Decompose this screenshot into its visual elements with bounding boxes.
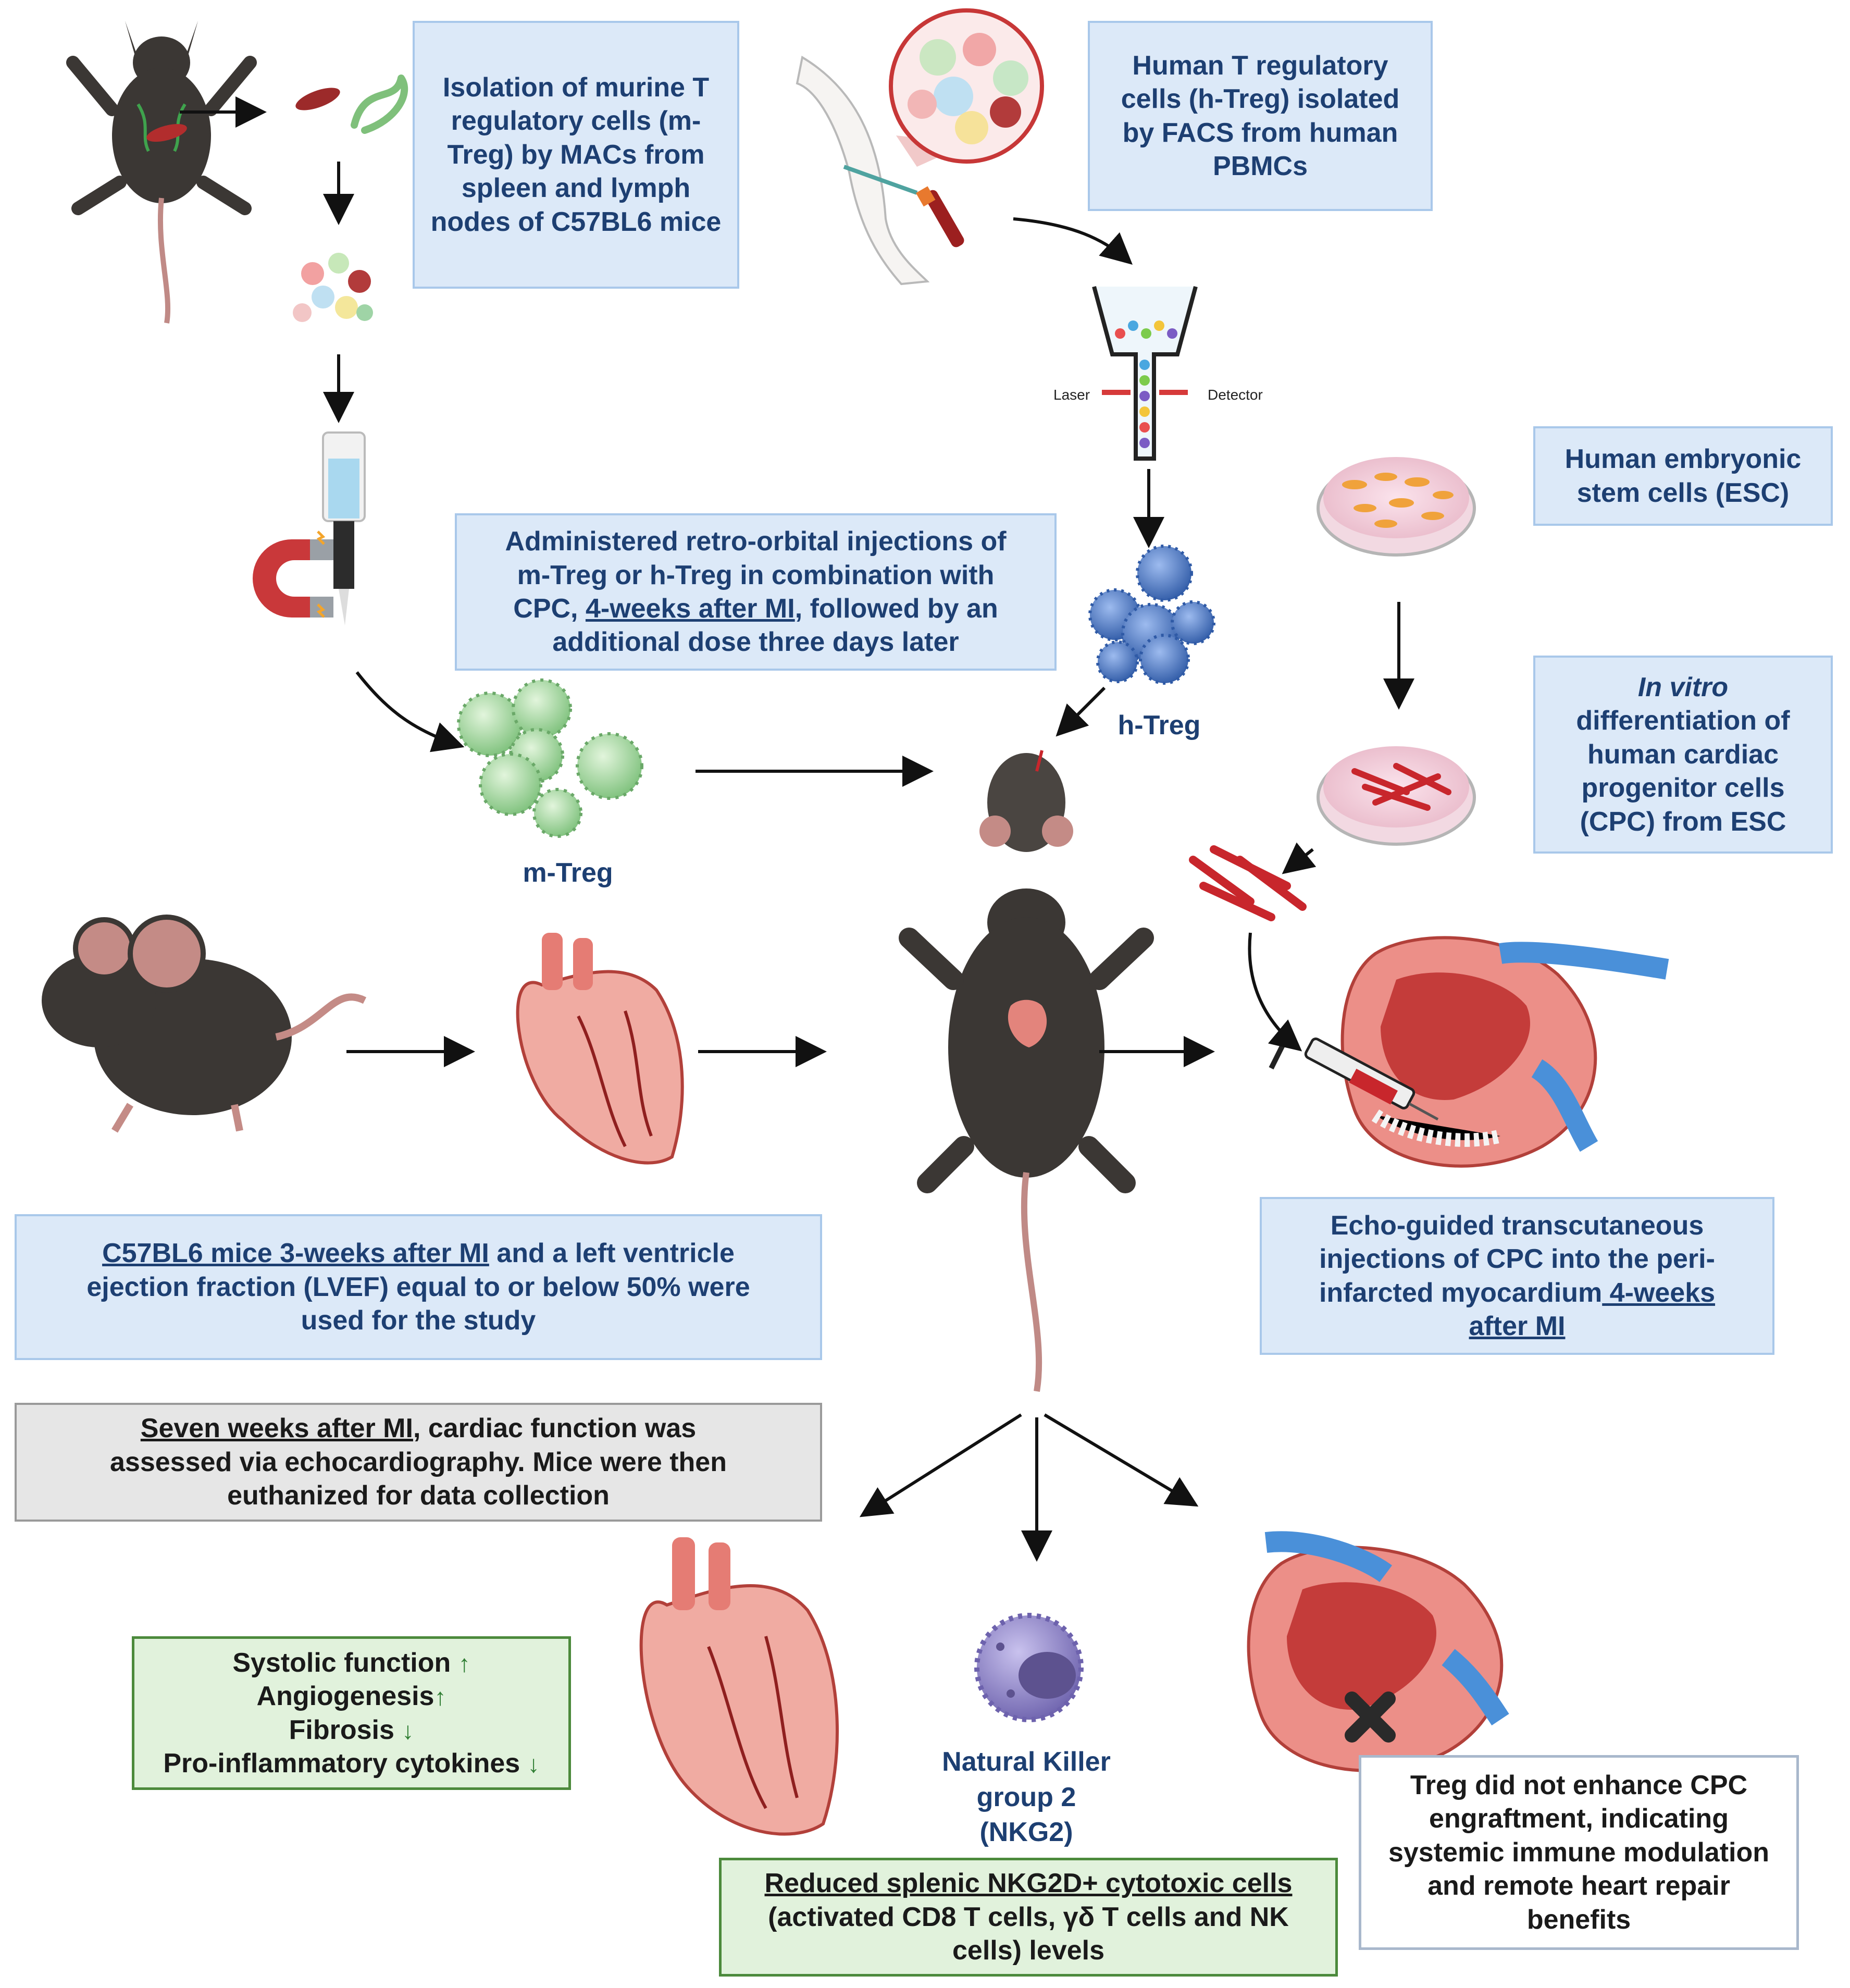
nk-cell-icon [974, 1613, 1084, 1722]
administration-line-3-post: , followed by an [794, 594, 998, 624]
seven-weeks-line-1: Seven weeks after MI, cardiac function w… [141, 1412, 696, 1445]
nkg2d-line-1: Reduced splenic NKG2D+ cytotoxic cells [764, 1868, 1293, 1899]
mice-study-line-3: used for the study [301, 1305, 536, 1336]
esc-petri-dish-icon [1317, 457, 1476, 557]
pbmc-magnified-circle-icon [889, 8, 1044, 167]
echo-injection-line-2: injections of CPC into the peri- [1319, 1244, 1715, 1275]
murine-isolation-box: Isolation of murine T regulatory cells (… [413, 21, 739, 289]
echo-injection-line-3-pre: infarcted myocardium [1319, 1277, 1603, 1308]
heart-repaired-icon [639, 1537, 839, 1836]
infarcted-heart-injection-icon [1340, 936, 1669, 1168]
administration-line-3: CPC, 4-weeks after MI, followed by an [513, 592, 998, 625]
administration-line-1: Administered retro-orbital injections of [505, 526, 1007, 557]
laser-label: Laser [1053, 387, 1090, 403]
magnet-icon [253, 530, 333, 618]
m-treg-cells-icon [457, 678, 643, 838]
arrow-cells-to-syringe [1248, 932, 1302, 1052]
arrow-cpc-dish-to-cells [1282, 842, 1317, 874]
nkg2d-line-3: cells) levels [952, 1935, 1104, 1966]
nk-label-line-1: Natural Killer [942, 1747, 1111, 1777]
lymph-node-icon [351, 75, 408, 134]
mice-study-line-1-post: and a left ventricle [489, 1238, 735, 1269]
heart-cross-section-icon [1247, 1531, 1509, 1772]
esc-box: Human embryonic stem cells (ESC) [1533, 426, 1833, 526]
seven-weeks-box: Seven weeks after MI, cardiac function w… [15, 1403, 822, 1522]
nk-label-line-2: group 2 [976, 1782, 1076, 1812]
mice-study-line-1-underlined: C57BL6 mice 3-weeks after MI [102, 1238, 489, 1269]
esc-text: Human embryonic stem cells (ESC) [1565, 444, 1802, 508]
arrow-down-icon: ↓ [527, 1750, 540, 1777]
nk-cell-label: Natural Killer group 2 (NKG2) [904, 1745, 1149, 1850]
outcome-item: Fibrosis ↓ [289, 1713, 414, 1747]
no-engraftment-x-icon [1345, 1691, 1396, 1743]
outcomes-box: Systolic function ↑ Angiogenesis↑ Fibros… [132, 1636, 571, 1790]
mixed-cells-icon [293, 253, 373, 322]
detector-label: Detector [1208, 387, 1263, 403]
cpc-differentiation-italic: In vitro [1637, 672, 1729, 702]
h-treg-label: h-Treg [1118, 710, 1201, 740]
mice-study-line-2: ejection fraction (LVEF) equal to or bel… [86, 1271, 750, 1302]
seven-weeks-line-1-underlined: Seven weeks after MI [140, 1413, 413, 1444]
nkg2d-line-2: (activated CD8 T cells, γδ T cells and N… [768, 1901, 1289, 1932]
treg-result-text: Treg did not enhance CPC engraftment, in… [1388, 1770, 1770, 1935]
heart-icon [516, 933, 684, 1165]
arrow-down-icon: ↓ [402, 1717, 414, 1744]
mice-study-box: C57BL6 mice 3-weeks after MI and a left … [15, 1214, 822, 1360]
mouse-side-view-icon [42, 915, 367, 1133]
outcome-item: Angiogenesis↑ [257, 1680, 446, 1713]
outcome-label-cytokines: Pro-inflammatory cytokines [163, 1748, 520, 1779]
arrow-htreg-to-mouse-head [1056, 686, 1106, 737]
arrow-up-icon: ↑ [434, 1683, 446, 1711]
arrow-outcome-right [1044, 1413, 1199, 1507]
outcome-label-fibrosis: Fibrosis [289, 1714, 394, 1745]
outcome-item: Systolic function ↑ [232, 1646, 470, 1680]
arrow-outcome-left [859, 1413, 1022, 1517]
nk-label-line-3: (NKG2) [979, 1817, 1073, 1848]
administration-line-3-underlined: 4-weeks after MI [585, 594, 795, 624]
nkg2d-box: Reduced splenic NKG2D+ cytotoxic cells (… [719, 1858, 1338, 1977]
seven-weeks-line-3: euthanized for data collection [227, 1480, 610, 1511]
administration-line-4: additional dose three days later [552, 627, 959, 658]
cpc-petri-dish-icon [1317, 746, 1476, 846]
cardiomyocytes-icon [1189, 845, 1307, 921]
administration-box: Administered retro-orbital injections of… [455, 513, 1057, 671]
seven-weeks-line-1-post: , cardiac function was [413, 1413, 697, 1444]
human-isolation-box: Human T regulatory cells (h-Treg) isolat… [1088, 21, 1433, 211]
echo-injection-line-3-underlined: 4-weeks [1602, 1277, 1716, 1308]
spleen-icon [295, 88, 340, 110]
treg-result-box: Treg did not enhance CPC engraftment, in… [1359, 1755, 1799, 1950]
echo-injection-line-1: Echo-guided transcutaneous [1330, 1210, 1704, 1241]
echo-injection-line-3: infarcted myocardium 4-weeks [1319, 1276, 1715, 1310]
mouse-central-icon [899, 888, 1154, 1392]
arrow-blood-to-facs [1013, 217, 1133, 265]
mouse-head-retro-orbital-icon [979, 750, 1073, 852]
facs-sorter-icon [1092, 286, 1198, 461]
echo-injection-box: Echo-guided transcutaneous injections of… [1260, 1197, 1774, 1355]
human-isolation-text: Human T regulatory cells (h-Treg) isolat… [1121, 50, 1400, 181]
outcome-label-angiogenesis: Angiogenesis [256, 1681, 434, 1712]
arrow-column-to-mtreg [355, 671, 465, 752]
outcome-item: Pro-inflammatory cytokines ↓ [163, 1747, 539, 1780]
cpc-differentiation-text: differentiation of human cardiac progeni… [1576, 706, 1790, 837]
cpc-differentiation-box: In vitro differentiation of human cardia… [1533, 656, 1833, 854]
macs-column-icon [322, 431, 366, 625]
seven-weeks-line-2: assessed via echocardiography. Mice were… [110, 1447, 727, 1477]
m-treg-label: m-Treg [523, 858, 613, 888]
mice-study-line-1: C57BL6 mice 3-weeks after MI and a left … [102, 1237, 735, 1270]
administration-line-3-pre: CPC, [513, 594, 586, 624]
murine-isolation-text: Isolation of murine T regulatory cells (… [430, 72, 722, 237]
administration-line-2: m-Treg or h-Treg in combination with [517, 560, 995, 590]
echo-injection-line-4: after MI [1469, 1311, 1566, 1341]
arrow-up-icon: ↑ [458, 1649, 470, 1677]
arm-blood-draw-icon [796, 55, 964, 286]
h-treg-cells-icon [1088, 545, 1215, 685]
mouse-top-left-icon [66, 21, 257, 324]
outcome-label-systolic: Systolic function [232, 1647, 451, 1678]
